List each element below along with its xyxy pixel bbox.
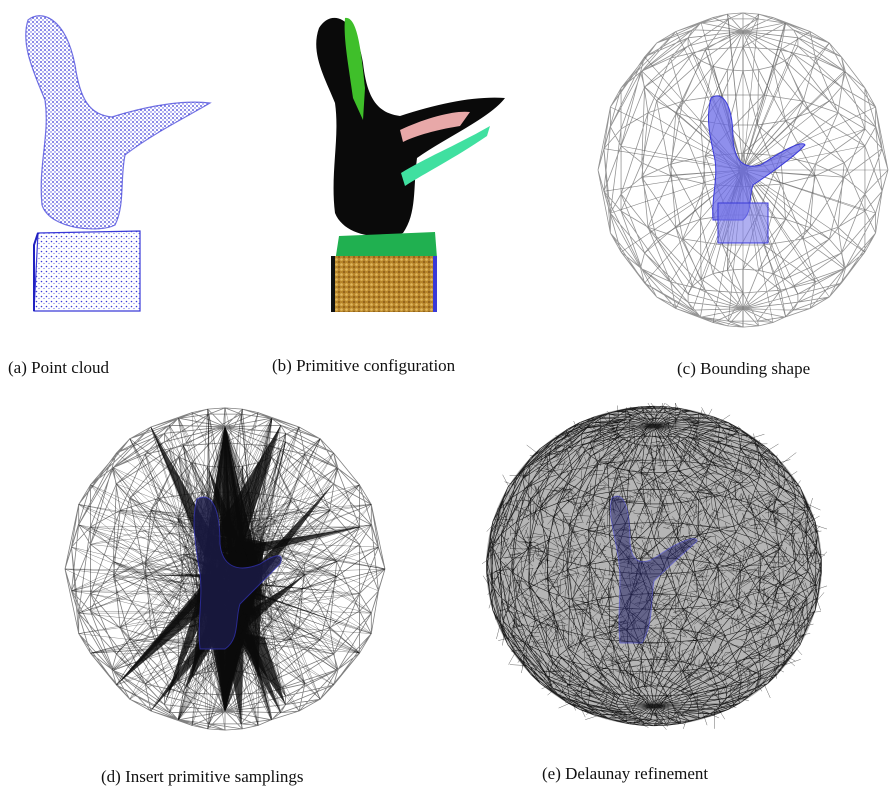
delaunay-refinement-image bbox=[482, 403, 827, 730]
panel-primitive-configuration bbox=[305, 8, 515, 313]
panel-insert-primitive-samplings bbox=[55, 404, 395, 734]
panel-point-cloud bbox=[20, 5, 220, 315]
caption-c: (c) Bounding shape bbox=[677, 359, 811, 378]
point-cloud-image bbox=[25, 15, 212, 312]
insert-primitive-samplings-image bbox=[64, 407, 386, 731]
caption-b: (b) Primitive configuration bbox=[272, 356, 456, 375]
primitive-configuration-image bbox=[316, 17, 505, 312]
bounding-shape-image bbox=[597, 12, 889, 328]
panel-delaunay-refinement bbox=[482, 403, 827, 733]
caption-e: (e) Delaunay refinement bbox=[542, 764, 709, 783]
caption-d: (d) Insert primitive samplings bbox=[101, 767, 304, 786]
caption-a: (a) Point cloud bbox=[8, 358, 110, 377]
panel-bounding-shape bbox=[593, 10, 893, 335]
